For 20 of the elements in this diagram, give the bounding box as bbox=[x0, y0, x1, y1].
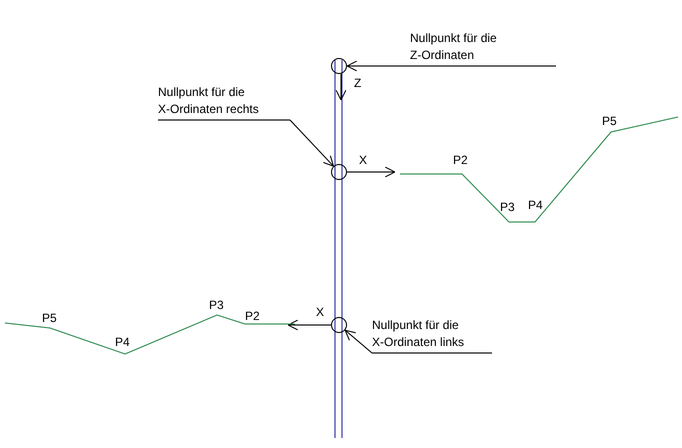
leader-line bbox=[290, 120, 334, 167]
point-label: P5 bbox=[602, 114, 617, 128]
point-label: P5 bbox=[42, 311, 57, 325]
point-label: P4 bbox=[528, 198, 543, 212]
point-label: P3 bbox=[500, 200, 515, 214]
leader-line bbox=[346, 60, 410, 72]
callout-text: Nullpunkt für die X-Ordinaten rechts bbox=[158, 84, 290, 120]
origin-circle bbox=[331, 58, 347, 74]
callout-text: Nullpunkt für die X-Ordinaten links bbox=[372, 315, 492, 353]
origin-circle bbox=[331, 317, 347, 333]
axis-label: Z bbox=[354, 76, 362, 90]
point-label: P4 bbox=[115, 335, 130, 349]
axis-label: X bbox=[359, 153, 368, 167]
axis-label: X bbox=[316, 305, 324, 319]
leader-line bbox=[344, 330, 372, 354]
origin-circle bbox=[331, 164, 347, 180]
point-label: P2 bbox=[453, 153, 468, 167]
callout-text: Nullpunkt für die Z-Ordinaten bbox=[410, 28, 556, 66]
point-label: P2 bbox=[245, 309, 260, 323]
point-label: P3 bbox=[209, 298, 224, 312]
